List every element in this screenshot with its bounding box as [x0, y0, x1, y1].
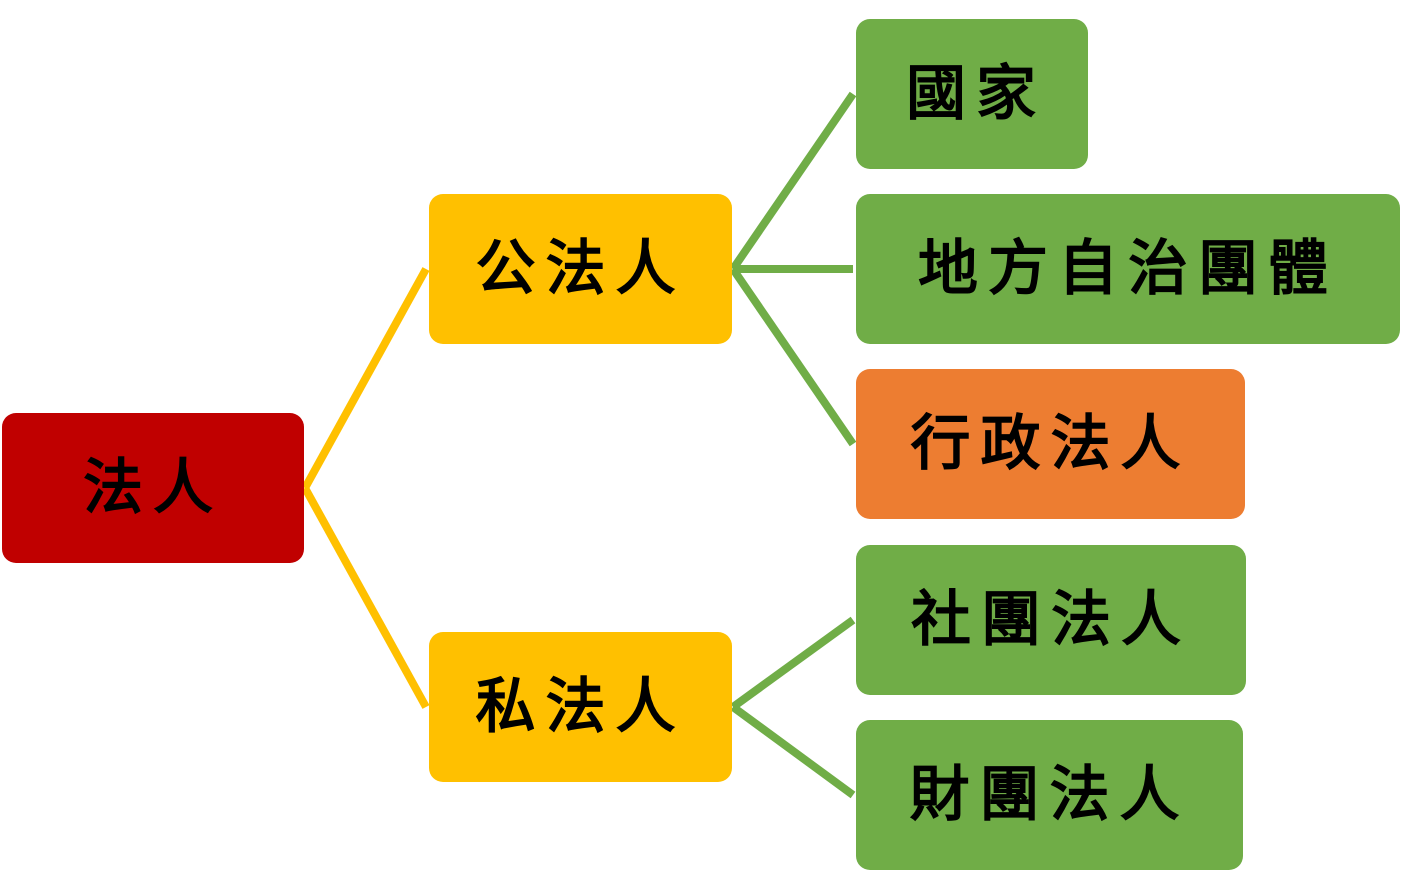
- node-private-legal-person: 私法人: [429, 632, 732, 782]
- node-private-legal-person-label: 私法人: [475, 672, 686, 742]
- node-foundation-label: 財團法人: [909, 760, 1190, 830]
- node-local-self-government-label: 地方自治團體: [918, 234, 1338, 304]
- connector-root-to-public: [301, 267, 430, 490]
- private-connectors: [730, 616, 856, 799]
- node-public-legal-person: 公法人: [429, 194, 732, 344]
- node-foundation: 財團法人: [856, 720, 1243, 870]
- node-state: 國家: [856, 19, 1088, 169]
- public-connectors: [729, 91, 857, 447]
- connector-private-to-association: [730, 616, 856, 711]
- connector-root-to-private: [301, 486, 430, 709]
- node-incorporated-association-label: 社團法人: [911, 585, 1191, 655]
- node-incorporated-association: 社團法人: [856, 545, 1246, 695]
- root-connectors: [301, 267, 430, 709]
- node-legal-person: 法人: [2, 413, 304, 563]
- node-administrative-legal-person-label: 行政法人: [910, 409, 1191, 479]
- node-legal-person-label: 法人: [83, 453, 223, 523]
- node-public-legal-person-label: 公法人: [475, 234, 686, 304]
- node-local-self-government: 地方自治團體: [856, 194, 1400, 344]
- connector-public-to-admin: [729, 266, 857, 447]
- connector-private-to-foundation: [730, 703, 856, 799]
- node-state-label: 國家: [906, 59, 1046, 129]
- connector-public-to-state: [729, 91, 857, 272]
- node-administrative-legal-person: 行政法人: [856, 369, 1245, 519]
